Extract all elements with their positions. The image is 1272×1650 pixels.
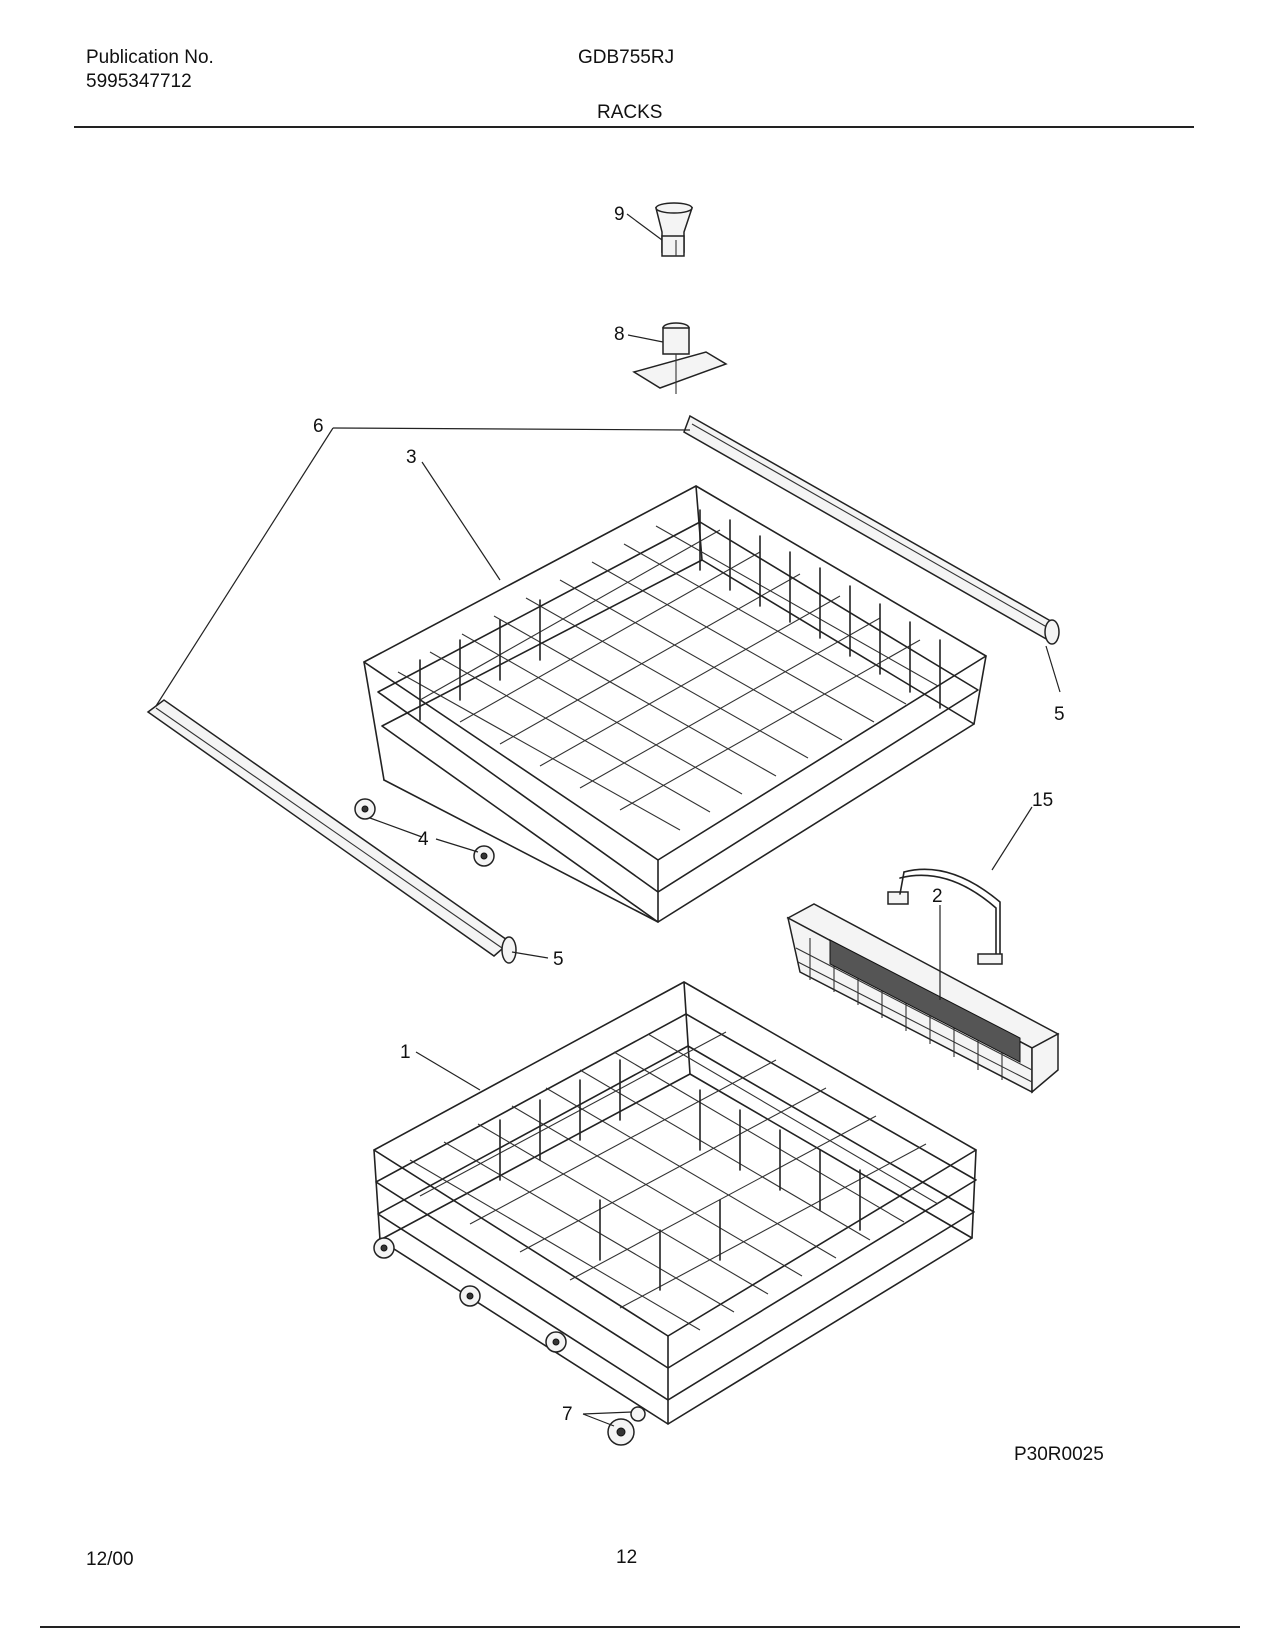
part-6-rail-rear <box>683 414 1060 645</box>
part-7-wheel <box>607 1406 646 1446</box>
leader-15 <box>991 806 1033 871</box>
leader-8 <box>627 334 664 343</box>
part-15-basket-handle <box>887 868 1003 965</box>
page-number: 12 <box>616 1547 638 1568</box>
drawing-id: P30R0025 <box>1014 1444 1104 1465</box>
footer-rule <box>40 1626 1240 1628</box>
part-9-nozzle <box>655 202 694 257</box>
callout-1: 1 <box>400 1042 411 1063</box>
leader-3 <box>421 461 501 581</box>
callout-4: 4 <box>418 829 429 850</box>
callout-3: 3 <box>406 447 417 468</box>
part-3-upper-rack <box>363 485 987 923</box>
part-2-silverware-basket <box>786 903 1060 1094</box>
leader-4b <box>435 838 479 853</box>
callout-8: 8 <box>614 324 625 345</box>
leader-7b <box>582 1413 615 1427</box>
model-number: GDB755RJ <box>578 47 675 68</box>
part-6-rail-front <box>146 699 517 964</box>
section-title: RACKS <box>597 102 663 123</box>
callout-2: 2 <box>932 886 943 907</box>
leader-6b <box>155 427 334 707</box>
leader-5-front <box>511 951 549 959</box>
leader-6a <box>332 427 691 431</box>
part-1-lower-rack <box>373 981 977 1425</box>
callout-5-front: 5 <box>553 949 564 970</box>
leader-7a <box>582 1411 633 1415</box>
callout-5-rear: 5 <box>1054 704 1065 725</box>
leader-5-rear <box>1045 645 1061 693</box>
callout-6: 6 <box>313 416 324 437</box>
publication-label: Publication No. <box>86 47 214 68</box>
callout-7: 7 <box>562 1404 573 1425</box>
footer-date: 12/00 <box>86 1549 134 1570</box>
leader-4a <box>369 817 423 838</box>
leader-1 <box>415 1051 481 1091</box>
callout-15: 15 <box>1032 790 1053 811</box>
part-4-wheels <box>354 798 495 867</box>
part-8-mount <box>632 322 728 394</box>
publication-number: 5995347712 <box>86 71 192 92</box>
callout-9: 9 <box>614 204 625 225</box>
leader-9 <box>626 213 663 241</box>
header-rule <box>74 126 1194 128</box>
